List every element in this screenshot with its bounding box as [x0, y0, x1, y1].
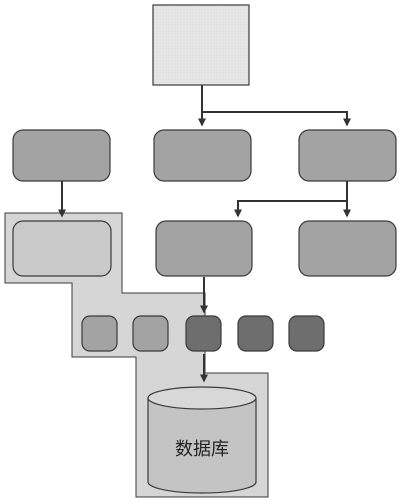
small-node-2: [132, 315, 169, 352]
row2-middle-box: [155, 220, 253, 277]
connector-source-to-right: [202, 111, 351, 127]
row1-right-box: [298, 129, 397, 182]
database-cylinder: 数据库: [147, 386, 257, 494]
small-node-5: [288, 315, 325, 352]
row1-left-box: [12, 129, 111, 182]
small-node-4: [237, 315, 274, 352]
row2-left-box-selected: [12, 220, 112, 277]
row1-middle-box: [153, 129, 252, 182]
connector-right-to-row2-middle: [234, 200, 347, 218]
small-node-1: [81, 315, 118, 352]
source-box: [152, 4, 250, 86]
row2-right-box: [298, 220, 397, 277]
small-node-3: [185, 315, 222, 352]
database-label: 数据库: [175, 439, 229, 460]
